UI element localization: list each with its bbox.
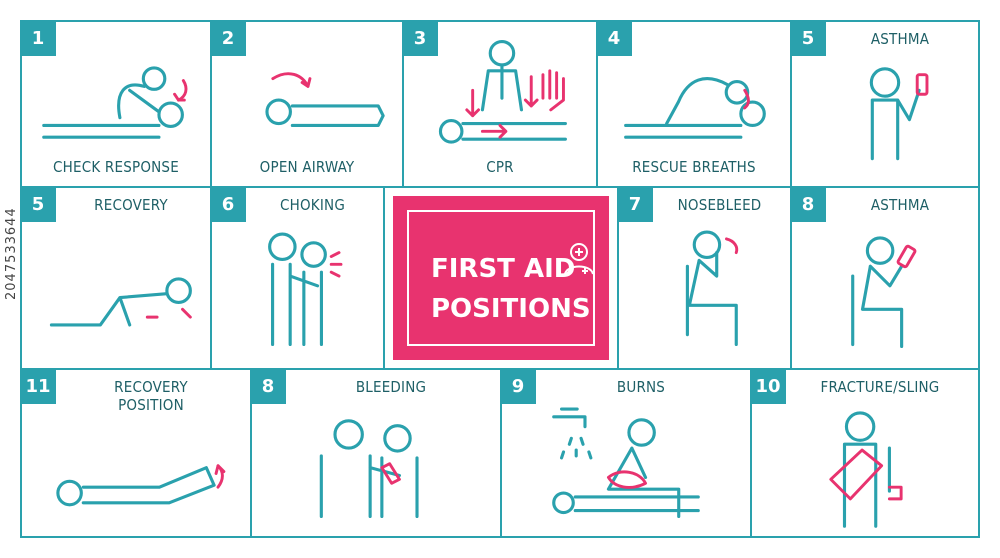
step-number: 4 xyxy=(596,20,632,56)
card-label: ASTHMA xyxy=(870,30,930,48)
card-recovery: 5 RECOVERY xyxy=(20,186,212,370)
first-aid-doctor-icon xyxy=(564,243,594,275)
step-number: 8 xyxy=(250,368,286,404)
card-label: OPEN AIRWAY xyxy=(259,158,355,176)
step-number: 9 xyxy=(500,368,536,404)
cpr-illustration xyxy=(438,39,567,144)
card-asthma-standing: 5 ASTHMA xyxy=(790,20,980,188)
step-number: 5 xyxy=(20,186,56,222)
fracture-sling-illustration xyxy=(829,411,903,528)
card-fracture-sling: 10 FRACTURE/SLING xyxy=(750,368,980,538)
nosebleed-illustration xyxy=(685,230,739,347)
title-panel: FIRST AID POSITIONS xyxy=(383,186,619,370)
card-label: NOSEBLEED xyxy=(677,196,762,214)
check-response-illustration xyxy=(42,66,188,139)
open-airway-illustration xyxy=(265,72,385,128)
step-number: 10 xyxy=(750,368,786,404)
recovery-illustration xyxy=(49,277,192,327)
title-background: FIRST AID POSITIONS xyxy=(393,196,609,360)
card-label: CHOKING xyxy=(280,196,345,214)
title-frame: FIRST AID POSITIONS xyxy=(407,210,595,346)
asthma-seated-illustration xyxy=(851,236,917,349)
stock-image-id: 2047533644 xyxy=(4,207,19,300)
title-line-1: FIRST AID xyxy=(431,254,576,284)
card-recovery-position: 11 RECOVERY POSITION xyxy=(20,368,252,538)
bleeding-illustration xyxy=(319,419,419,519)
card-rescue-breaths: 4 RESCUE BREATHS xyxy=(596,20,792,188)
card-label: BLEEDING xyxy=(355,378,427,396)
step-number: 3 xyxy=(402,20,438,56)
card-label: ASTHMA xyxy=(870,196,930,214)
card-open-airway: 2 OPEN AIRWAY xyxy=(210,20,404,188)
burns-illustration xyxy=(552,407,700,519)
card-label: RESCUE BREATHS xyxy=(632,158,756,176)
step-number: 1 xyxy=(20,20,56,56)
card-label: CPR xyxy=(486,158,514,176)
step-number: 11 xyxy=(20,368,56,404)
card-check-response: 1 CHECK RESPONSE xyxy=(20,20,212,188)
step-number: 7 xyxy=(617,186,653,222)
card-label: RECOVERY POSITION xyxy=(114,378,188,414)
card-choking: 6 CHOKING xyxy=(210,186,385,370)
card-nosebleed: 7 NOSEBLEED xyxy=(617,186,792,370)
card-label: BURNS xyxy=(616,378,666,396)
step-number: 5 xyxy=(790,20,826,56)
title-line-2: POSITIONS xyxy=(431,294,591,324)
card-label: RECOVERY xyxy=(94,196,168,214)
card-bleeding: 8 BLEEDING xyxy=(250,368,502,538)
card-cpr: 3 CPR xyxy=(402,20,598,188)
choking-illustration xyxy=(268,232,343,347)
rescue-breaths-illustration xyxy=(624,77,766,139)
asthma-standing-illustration xyxy=(869,67,929,161)
card-burns: 9 BURNS xyxy=(500,368,752,538)
card-label: CHECK RESPONSE xyxy=(53,158,179,176)
card-label: FRACTURE/SLING xyxy=(820,378,940,396)
step-number: 6 xyxy=(210,186,246,222)
card-asthma-seated: 8 ASTHMA xyxy=(790,186,980,370)
step-number: 2 xyxy=(210,20,246,56)
step-number: 8 xyxy=(790,186,826,222)
recovery-position-illustration xyxy=(56,464,226,507)
